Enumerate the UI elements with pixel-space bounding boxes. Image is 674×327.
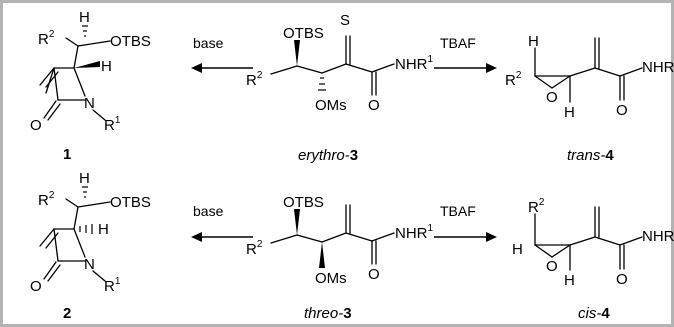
atom-r2-c2: R2 [38,190,55,209]
atom-r2-t4: R2 [505,70,522,89]
atom-r2-c1: R2 [38,29,55,48]
condition-tbaf-bottom: TBAF [440,203,476,219]
atom-r2-th3: R2 [246,239,263,258]
arrowhead-base-bottom [191,232,202,242]
condition-base-top: base [193,35,224,51]
atom-otbs-c2: OTBS [110,194,151,211]
label-compound-1: 1 [63,146,71,163]
arrowhead-base-top [191,63,202,73]
atom-otbs-th3: OTBS [283,194,324,211]
atom-h-c2-top: H [79,170,90,187]
atom-o-th3: O [368,266,380,283]
atom-o-t4-carbonyl: O [616,102,628,119]
atom-otbs-e3: OTBS [283,25,324,42]
atom-h-cis4-bottom: H [564,272,575,289]
atom-o-t4-epoxide: O [546,89,558,106]
atom-h-t4-bottom: H [564,104,575,121]
atom-o-e3: O [368,97,380,114]
label-compound-2: 2 [63,305,71,322]
atom-o-cis4-epoxide: O [546,258,558,275]
atom-nhr-cis4: NHR1 [642,226,674,245]
atom-nhr-th3: NHR1 [395,223,434,242]
condition-base-bottom: base [193,203,224,219]
condition-tbaf-top: TBAF [440,35,476,51]
arrowhead-tbaf-top [486,63,497,73]
atom-h-cis4-left: H [512,241,523,258]
atom-r2-cis4: R2 [528,197,545,216]
atom-r1-c1: R1 [104,115,121,134]
atom-nhr-t4: NHR1 [642,57,674,76]
atom-nhr-e3: NHR1 [395,54,434,73]
atom-h-c2-right: H [98,221,109,238]
compound-2-structure [39,186,111,282]
atom-o-cis4-carbonyl: O [616,271,628,288]
atom-oms-e3: OMs [315,97,347,114]
atom-r1-c2: R1 [104,276,121,295]
label-threo-3: threo-3 [304,305,352,322]
atom-h-t4-top: H [528,33,539,50]
compound-erythro-3-structure [270,35,395,96]
atom-r2-e3: R2 [246,70,263,89]
compound-1-structure [39,25,111,121]
label-erythro-3: erythro-3 [298,147,358,164]
label-trans-4: trans-4 [567,147,614,164]
label-cis-4: cis-4 [578,305,610,322]
arrowhead-tbaf-bottom [486,232,497,242]
compound-threo-3-structure [270,204,395,268]
atom-h-c1-top: H [79,9,90,26]
atom-o-c1: O [30,117,42,134]
atom-o-c2: O [30,278,42,295]
compound-trans-4-structure [534,37,643,103]
atom-otbs-c1: OTBS [110,33,151,50]
compound-cis-4-structure [534,206,643,271]
atom-h-c1-right: H [101,58,112,75]
atom-n-c1: N [84,95,95,112]
atom-oms-th3: OMs [315,270,347,287]
atom-n-c2: N [84,256,95,273]
atom-s-e3: S [340,12,350,29]
